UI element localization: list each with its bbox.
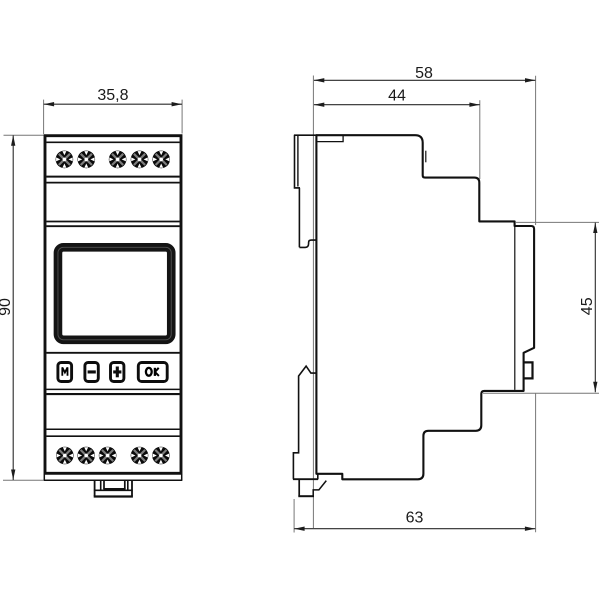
svg-text:90: 90 — [0, 298, 14, 316]
svg-text:35,8: 35,8 — [97, 87, 128, 104]
svg-text:63: 63 — [406, 510, 424, 527]
svg-text:44: 44 — [388, 88, 406, 105]
svg-text:45: 45 — [579, 297, 596, 315]
svg-text:58: 58 — [415, 65, 433, 82]
